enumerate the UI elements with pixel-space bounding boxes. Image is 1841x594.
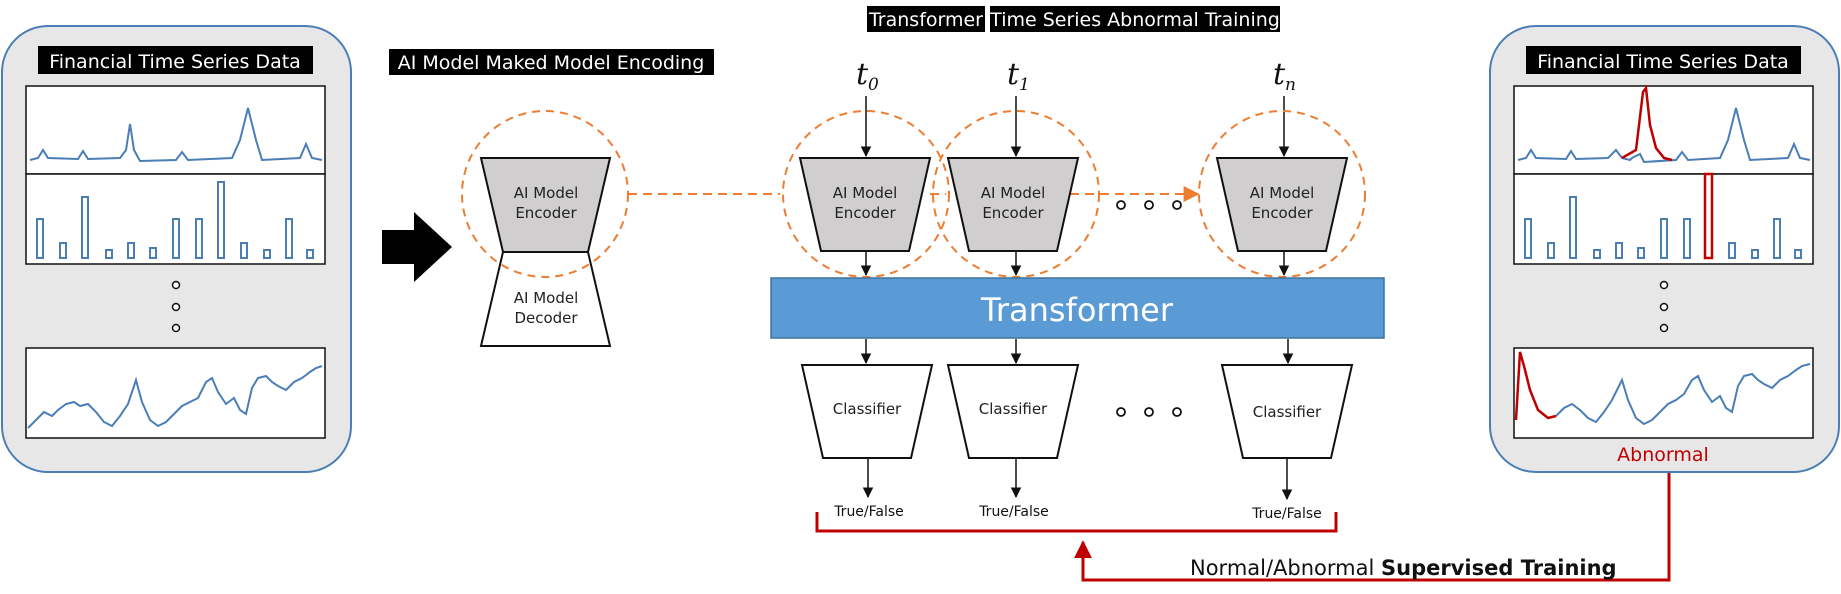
title-suffix: Time Series Abnormal Training bbox=[989, 9, 1280, 31]
time-symbol-0: t bbox=[856, 57, 869, 92]
transformer-block bbox=[770, 277, 1385, 339]
classifier-n: Classifier bbox=[1220, 364, 1354, 459]
time-step-n: t n bbox=[1273, 57, 1296, 95]
supervision-label: Normal/Abnormal Supervised Training bbox=[1190, 556, 1617, 580]
right-line-chart-bottom bbox=[1513, 347, 1814, 439]
output-n: True/False bbox=[1251, 506, 1322, 522]
encoder-0-highlight-circle bbox=[782, 110, 950, 278]
classifier-n-label: Classifier bbox=[1253, 403, 1322, 421]
encoding-title-bg bbox=[389, 49, 714, 75]
encoder-0: AI Model Encoder bbox=[782, 110, 950, 278]
encoder-n-line2: Encoder bbox=[1251, 204, 1313, 222]
autoencoder-encoder-line2: Encoder bbox=[515, 204, 577, 222]
encoder-n-line1: AI Model bbox=[1250, 184, 1315, 202]
right-panel-title: Financial Time Series Data bbox=[1537, 51, 1789, 73]
main-title: Transformer Time Series Abnormal Trainin… bbox=[867, 6, 1280, 32]
left-bar-series bbox=[36, 181, 314, 259]
supervision-feedback-arrow bbox=[1074, 472, 1671, 582]
right-line-anomaly bbox=[1621, 84, 1673, 162]
abnormal-label: Abnormal bbox=[1617, 444, 1709, 466]
encoder-n: AI Model Encoder bbox=[1198, 110, 1366, 278]
time-sub-n: n bbox=[1285, 75, 1296, 95]
right-bar-anomaly bbox=[1703, 172, 1714, 260]
encoder-1-highlight-circle bbox=[932, 110, 1100, 278]
right-data-panel: Financial Time Series Data bbox=[1489, 25, 1840, 473]
time-step-0: t 0 bbox=[856, 57, 879, 95]
right-bar-series bbox=[1524, 196, 1802, 259]
output-bracket bbox=[815, 512, 1338, 533]
autoencoder: AI Model Encoder AI Model Decoder bbox=[461, 110, 629, 347]
right-ellipsis-icon bbox=[1659, 280, 1669, 333]
left-panel-title: Financial Time Series Data bbox=[49, 51, 301, 73]
output-0: True/False bbox=[833, 504, 904, 520]
time-step-1: t 1 bbox=[1007, 57, 1030, 95]
classifier-0-label: Classifier bbox=[833, 400, 902, 418]
encoder-1: AI Model Encoder bbox=[932, 110, 1100, 278]
autoencoder-encoder-line1: AI Model bbox=[514, 184, 579, 202]
autoencoder-decoder bbox=[479, 251, 612, 347]
encoder-0-line2: Encoder bbox=[834, 204, 896, 222]
encoder-n-highlight-circle bbox=[1198, 110, 1366, 278]
encoder-1-line2: Encoder bbox=[982, 204, 1044, 222]
encoder-0-line1: AI Model bbox=[833, 184, 898, 202]
autoencoder-decoder-line1: AI Model bbox=[514, 289, 579, 307]
time-sub-0: 0 bbox=[868, 75, 879, 95]
time-symbol-n: t bbox=[1273, 57, 1286, 92]
right-line-series-bottom bbox=[1555, 363, 1811, 426]
classifier-1-label: Classifier bbox=[979, 400, 1048, 418]
right-arrow-icon bbox=[382, 212, 452, 282]
right-panel-title-bg bbox=[1526, 46, 1801, 74]
left-panel-title-bg bbox=[38, 46, 313, 74]
autoencoder-decoder-line2: Decoder bbox=[514, 309, 578, 327]
right-line-anomaly-bottom bbox=[1514, 351, 1557, 421]
classifier-1: Classifier bbox=[946, 364, 1080, 459]
output-1: True/False bbox=[978, 504, 1049, 520]
encoder-ellipsis-icon bbox=[1116, 200, 1182, 210]
encoding-title: AI Model Maked Model Encoding bbox=[398, 52, 705, 74]
right-line-series bbox=[1517, 107, 1811, 164]
title-prefix: Transformer bbox=[868, 9, 983, 31]
left-line-series-bottom bbox=[27, 365, 323, 429]
left-ellipsis-icon bbox=[171, 280, 181, 333]
encoder-1-line1: AI Model bbox=[981, 184, 1046, 202]
left-data-panel: Financial Time Series Data bbox=[1, 25, 352, 473]
supervision-normal: Normal/Abnormal bbox=[1190, 556, 1381, 580]
classifier-0: Classifier bbox=[800, 364, 934, 459]
left-line-series bbox=[29, 107, 323, 163]
time-symbol-1: t bbox=[1007, 57, 1020, 92]
left-line-chart-bottom bbox=[25, 347, 326, 439]
transformer-label: Transformer bbox=[980, 291, 1174, 329]
supervision-bold: Supervised Training bbox=[1381, 556, 1617, 580]
classifier-ellipsis-icon bbox=[1116, 407, 1182, 417]
time-sub-1: 1 bbox=[1019, 75, 1030, 95]
